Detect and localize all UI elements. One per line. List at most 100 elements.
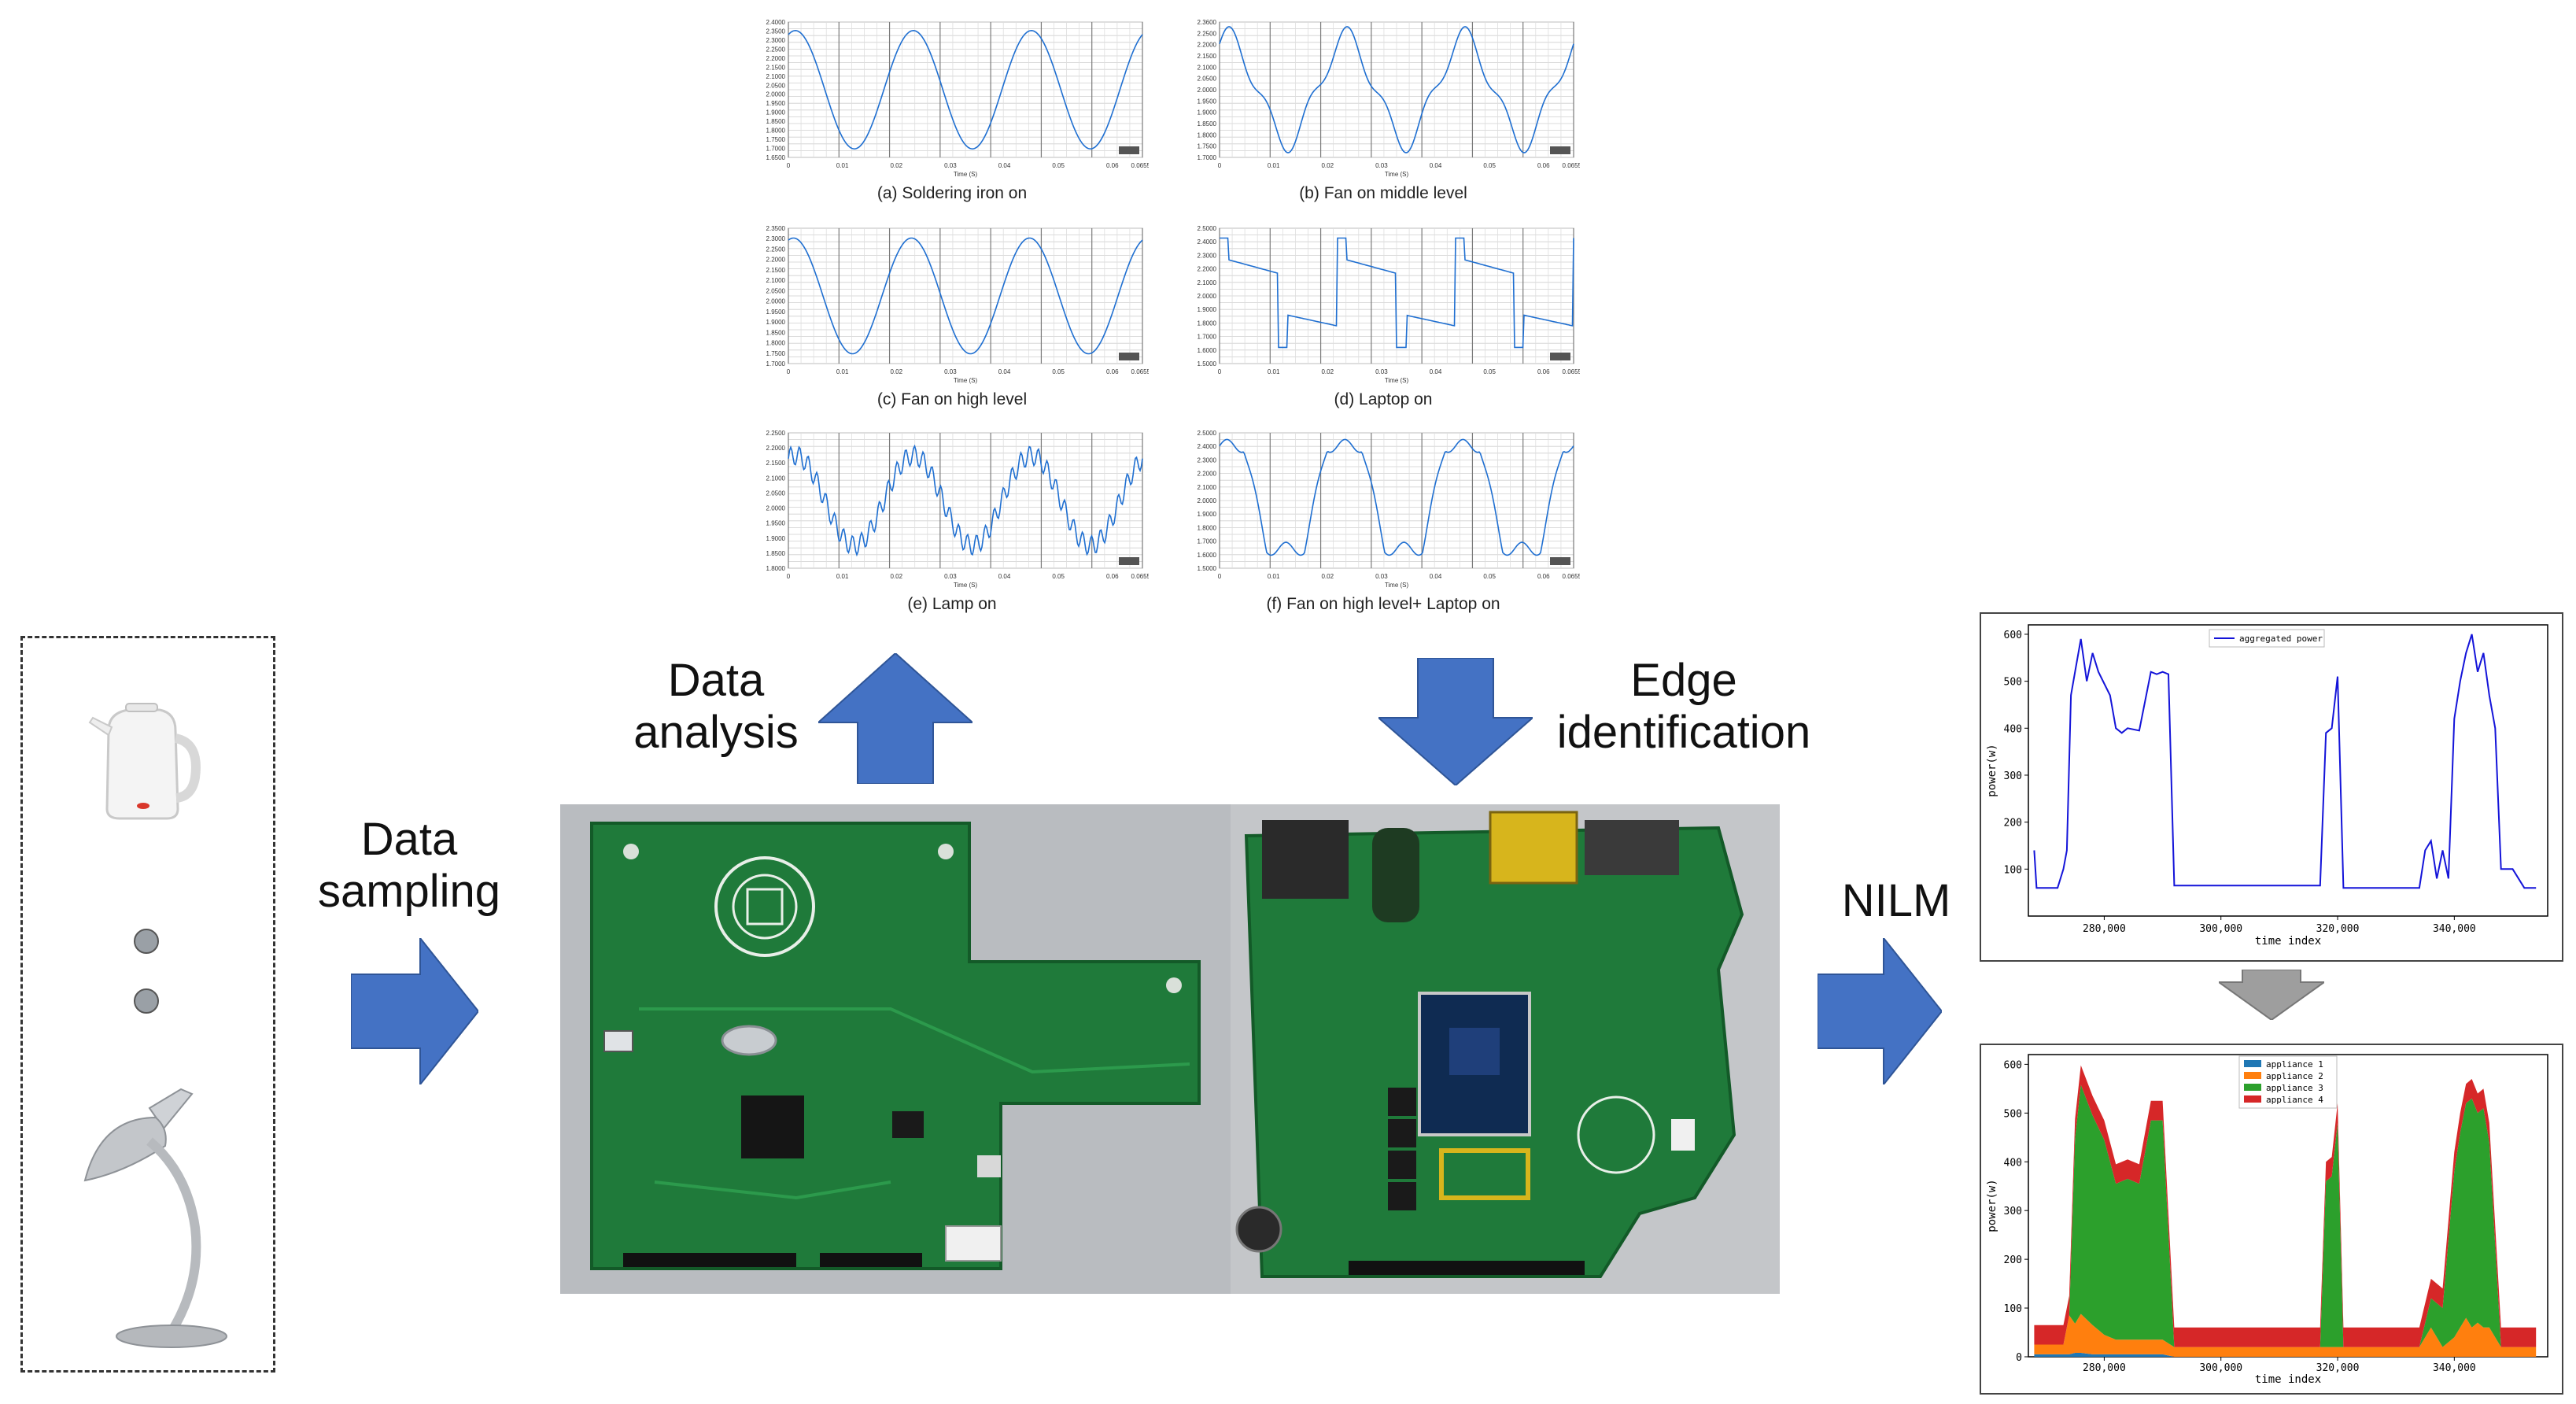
arrow-right-icon [351,938,478,1084]
waveform-chart: 2.36002.25002.20002.15002.10002.05002.00… [1198,19,1585,178]
x-tick-label: 0.01 [1268,573,1280,580]
y-tick-label: 1.8000 [1198,320,1217,327]
waveform-trace [1220,237,1574,349]
y-tick-label: 2.1500 [766,64,786,71]
x-tick-label: 0.04 [998,162,1011,169]
y-tick-label: 2.2500 [1198,30,1217,37]
x-tick-label: 0 [1218,368,1222,375]
x-tick-label: 0.05 [1052,368,1065,375]
waveform-chart: 2.40002.35002.30002.25002.20002.15002.10… [766,19,1154,178]
waveform-chart: 2.35002.30002.25002.20002.15002.10002.05… [766,225,1154,384]
x-tick-label: 0.06 [1537,162,1550,169]
y-tick-label: 1.9500 [766,520,786,527]
x-tick-label: 320,000 [2316,923,2360,935]
y-tick-label: 1.7500 [1198,143,1217,150]
x-tick-label: 0.01 [836,573,849,580]
data-analysis-line-2: analysis [633,707,799,758]
y-tick-label: 2.1000 [766,277,786,284]
y-tick-label: 1.7500 [766,350,786,357]
scope-toolbar-icon [1550,557,1570,565]
legend-label: appliance 4 [2266,1095,2323,1105]
y-axis-label: power(w) [1986,744,1998,796]
y-tick-label: 2.3000 [766,235,786,242]
x-tick-label: 0.04 [1430,368,1442,375]
y-tick-label: 600 [2004,630,2022,641]
waveform-trace [1219,438,1574,556]
y-tick-label: 1.9000 [1198,511,1217,518]
x-tick-label: 0.06553 [1131,368,1149,375]
y-tick-label: 1.6000 [1198,552,1217,559]
data-sampling-line-2: sampling [317,866,501,917]
x-tick-label: 0.03 [1375,573,1388,580]
x-tick-label: 0.05 [1483,162,1496,169]
y-tick-label: 1.8500 [766,118,786,125]
x-axis-label: Time (S) [954,171,978,178]
x-tick-label: 0.02 [1321,368,1334,375]
area-series-2 [2034,1313,2537,1357]
y-tick-label: 1.5000 [1198,565,1217,572]
y-tick-label: 2.2000 [766,55,786,62]
x-tick-label: 0.03 [944,573,957,580]
x-tick-label: 0.04 [1430,573,1442,580]
x-tick-label: 0.06 [1106,573,1119,580]
data-sampling-line-1: Data [360,814,458,865]
y-tick-label: 200 [2004,1254,2022,1266]
x-tick-label: 0 [787,368,791,375]
scope-toolbar-icon [1119,146,1139,154]
y-tick-label: 500 [2004,677,2022,689]
y-tick-label: 1.7000 [1198,154,1217,161]
y-tick-label: 600 [2004,1059,2022,1071]
x-tick-label: 0.05 [1052,573,1065,580]
x-tick-label: 0.04 [998,368,1011,375]
y-axis-label: power(w) [1986,1179,1998,1232]
y-tick-label: 2.0000 [766,298,786,305]
data-analysis-label: Data analysis [614,655,818,759]
y-tick-label: 1.9500 [766,309,786,316]
y-tick-label: 1.9000 [766,535,786,542]
y-tick-label: 2.1500 [766,460,786,467]
data-analysis-line-1: Data [667,655,765,706]
nilm-label: NILM [1841,875,1951,926]
desk-lamp-icon [83,1088,227,1348]
edge-identification-line-2: identification [1556,707,1811,758]
y-tick-label: 2.2500 [766,430,786,437]
y-tick-label: 1.9500 [766,100,786,107]
sampling-board-pcb [590,822,1201,1270]
waveform-trace [1219,26,1574,153]
scope-toolbar-icon [1119,353,1139,360]
scope-toolbar-icon [1550,146,1570,154]
x-tick-label: 280,000 [2083,923,2126,935]
y-tick-label: 2.5000 [1198,430,1217,437]
sampling-board-photo [560,804,1231,1294]
legend-swatch [2244,1095,2261,1103]
x-tick-label: 0.05 [1052,162,1065,169]
y-tick-label: 1.6000 [1198,347,1217,354]
y-tick-label: 2.1000 [1198,64,1217,71]
appliance-group-box [20,636,275,1373]
arrow-up-icon [818,653,972,784]
y-tick-label: 1.7000 [766,360,786,368]
legend-label: appliance 1 [2266,1059,2323,1070]
area-series-3 [2034,1084,2537,1347]
y-tick-label: 2.2000 [1198,42,1217,49]
y-tick-label: 1.7000 [1198,334,1217,341]
y-tick-label: 1.8000 [1198,524,1217,531]
edge-board-pcb [1235,811,1744,1278]
y-tick-label: 1.5000 [1198,360,1217,368]
y-tick-label: 2.3000 [766,37,786,44]
waveform-caption-e: (e) Lamp on [907,595,997,613]
x-tick-label: 0.06553 [1131,573,1149,580]
aggregated-power-line [2033,634,2537,889]
y-tick-label: 2.1000 [1198,279,1217,286]
legend-swatch [2244,1084,2261,1091]
x-tick-label: 0.06 [1106,368,1119,375]
edge-identification-line-1: Edge [1630,655,1737,706]
x-tick-label: 0.06 [1537,368,1550,375]
x-tick-label: 280,000 [2083,1362,2126,1374]
